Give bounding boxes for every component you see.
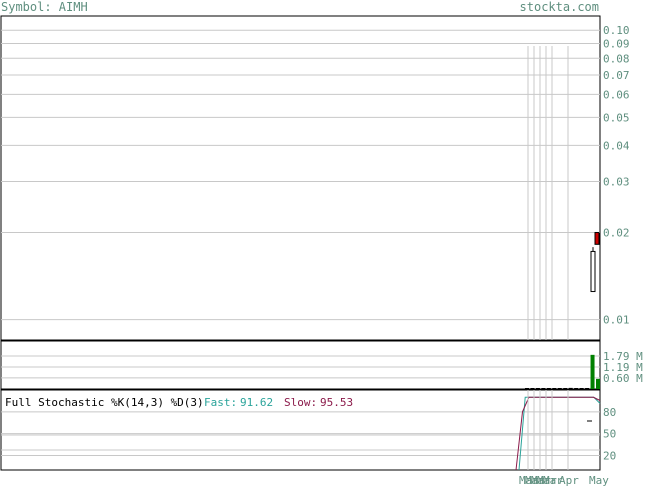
price-tick-labels: 0.100.09 0.08 0.07 0.06 0.05 0.04 0.03 0.02 0.01 [603, 24, 630, 326]
price-tick-label: 0.04 [603, 139, 630, 152]
candle-body [590, 250, 596, 293]
volume-bar [590, 354, 595, 389]
price-grid [1, 29, 600, 321]
stochastic-tick-label: 20 [603, 449, 616, 462]
volume-bar [546, 388, 551, 389]
volume-bar [568, 387, 573, 389]
x-axis-label: Mar [525, 474, 545, 486]
slow-label: Slow: [284, 396, 317, 409]
price-candles [590, 231, 600, 293]
price-tick-label: 0.03 [603, 176, 630, 189]
volume-tick-label: 0.60 M [603, 372, 643, 385]
site-label: stockta.com [520, 0, 599, 14]
price-frame [0, 15, 601, 341]
volume-frame [0, 340, 601, 390]
volume-tick-labels: 1.79 M1.19 M0.60 M [603, 350, 643, 385]
volume-tick-label: 1.19 M [603, 361, 643, 374]
date-grid [527, 46, 569, 470]
fast-label: Fast: [204, 396, 237, 409]
volume-bar [552, 388, 557, 389]
price-tick-label: 0.01 [603, 314, 630, 327]
stochastic-title: Full Stochastic %K(14,3) %D(3) [5, 396, 204, 409]
price-tick-label: 0.07 [603, 69, 630, 82]
volume-bar [585, 388, 590, 389]
volume-bar [563, 388, 568, 389]
volume-tick-label: 1.79 M [603, 350, 643, 363]
stochastic-tick-labels: 80 50 20 [603, 406, 616, 463]
stochastic-tick-label: 50 [603, 428, 616, 441]
price-tick-label: 0.02 [603, 226, 630, 239]
fast-value: 91.62 [240, 396, 273, 409]
price-tick-label: 0.08 [603, 52, 630, 65]
price-tick-label: 0.09 [603, 37, 630, 50]
volume-bar [530, 388, 535, 389]
stochastic-series-line [515, 396, 601, 471]
x-axis-label: Mar [519, 474, 539, 486]
volume-bar [535, 388, 540, 389]
volume-bar [557, 388, 562, 389]
stochastic-frame [0, 389, 601, 471]
volume-bars [525, 354, 600, 389]
x-axis-label: Apr [559, 474, 579, 486]
stochastic-panel: 80 50 20 Full Stochastic %K(14,3) %D(3) Fa… [0, 389, 616, 471]
symbol-label: Symbol: AIMH [1, 0, 88, 14]
volume-panel: 1.79 M1.19 M0.60 M [0, 340, 643, 390]
slow-value: 95.53 [320, 396, 353, 409]
volume-grid [1, 355, 600, 379]
volume-bar [574, 388, 579, 389]
stochastic-tick-label: 80 [603, 406, 616, 419]
price-tick-label: 0.06 [603, 88, 630, 101]
x-axis-label: Mar [537, 474, 557, 486]
price-tick-label: 0.05 [603, 111, 630, 124]
x-axis-label: Mar [531, 474, 551, 486]
x-axis-label: May [589, 474, 609, 486]
candle-body [594, 231, 600, 245]
price-panel: 0.100.09 0.08 0.07 0.06 0.05 0.04 0.03 0.02 0.01 [0, 15, 630, 341]
volume-bar [541, 388, 546, 389]
stochastic-lines [515, 396, 601, 471]
x-axis-label: Mar [543, 474, 563, 486]
volume-bar [525, 388, 529, 389]
price-tick-label: 0.10 [603, 24, 630, 37]
volume-bar [579, 388, 584, 389]
stochastic-grid [1, 411, 600, 456]
volume-bar [596, 378, 600, 389]
